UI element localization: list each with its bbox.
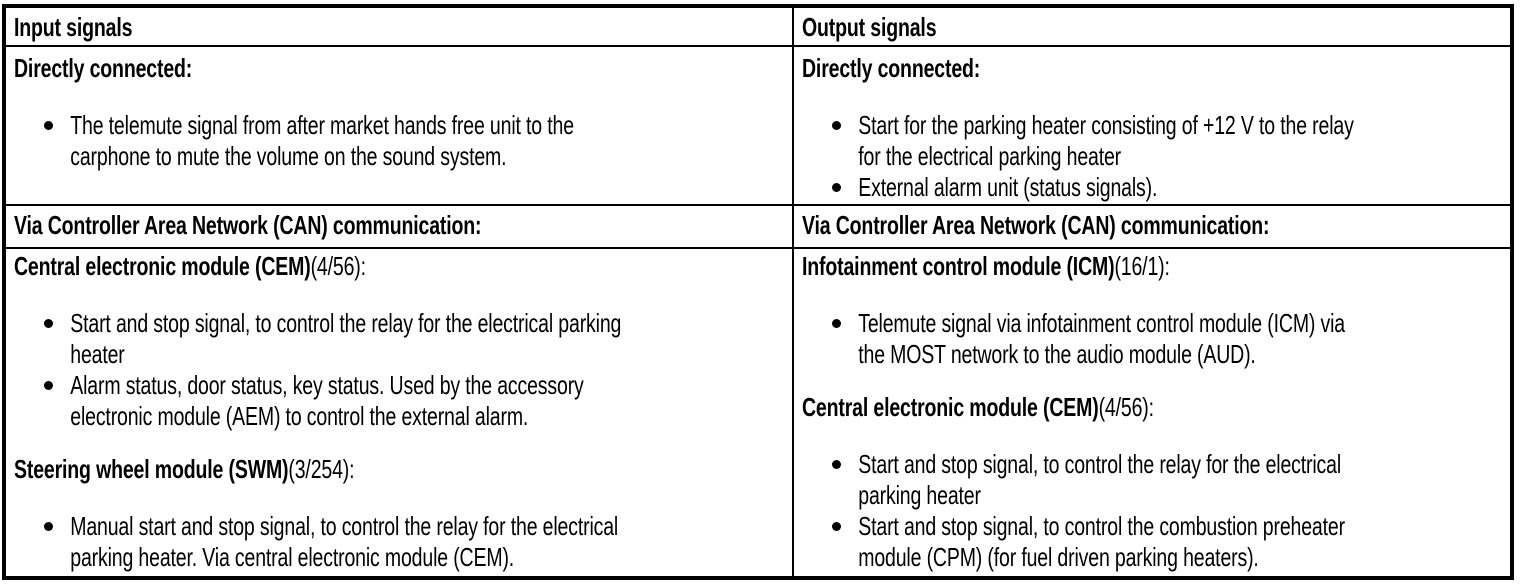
module-group-icm: Infotainment control module (ICM)(16/1):… [802, 251, 1506, 370]
module-signal-list: Start and stop signal, to control the re… [14, 308, 788, 432]
output-signals-header-cell: Output signals [794, 8, 1510, 47]
output-modules-cell: Infotainment control module (ICM)(16/1):… [794, 249, 1510, 576]
module-ref: (4/56): [310, 251, 366, 281]
input-signals-header: Input signals [14, 12, 133, 42]
output-can-heading-cell: Via Controller Area Network (CAN) commun… [794, 206, 1510, 249]
input-directly-connected-list: The telemute signal from after market ha… [14, 110, 788, 172]
list-item: Start for the parking heater consisting … [832, 110, 1506, 172]
module-signal-list: Start and stop signal, to control the re… [802, 449, 1506, 573]
module-name: Central electronic module (CEM) [14, 251, 311, 281]
directly-connected-heading: Directly connected: [14, 53, 193, 83]
list-item: External alarm unit (status signals). [832, 172, 1506, 203]
list-item: Telemute signal via infotainment control… [832, 308, 1506, 370]
module-group-cem: Central electronic module (CEM)(4/56): S… [14, 251, 788, 432]
module-heading: Steering wheel module (SWM)(3/254): [14, 454, 788, 485]
module-ref: (4/56): [1098, 392, 1154, 422]
module-signal-list: Telemute signal via infotainment control… [802, 308, 1506, 370]
module-ref: (3/254): [288, 454, 355, 484]
module-heading: Infotainment control module (ICM)(16/1): [802, 251, 1506, 282]
module-group-cem: Central electronic module (CEM)(4/56): S… [802, 392, 1506, 573]
module-heading: Central electronic module (CEM)(4/56): [14, 251, 788, 282]
output-directly-connected-cell: Directly connected: Start for the parkin… [794, 47, 1510, 206]
input-can-heading-cell: Via Controller Area Network (CAN) commun… [6, 206, 794, 249]
list-item: Manual start and stop signal, to control… [44, 511, 788, 573]
input-directly-connected-cell: Directly connected: The telemute signal … [6, 47, 794, 206]
module-ref: (16/1): [1114, 251, 1170, 281]
list-item: Alarm status, door status, key status. U… [44, 370, 788, 432]
module-signal-list: Manual start and stop signal, to control… [14, 511, 788, 573]
directly-connected-heading: Directly connected: [802, 53, 981, 83]
list-item: The telemute signal from after market ha… [44, 110, 788, 172]
can-communication-heading: Via Controller Area Network (CAN) commun… [802, 210, 1270, 240]
module-heading: Central electronic module (CEM)(4/56): [802, 392, 1506, 423]
input-signals-header-cell: Input signals [6, 8, 794, 47]
signals-table: Input signals Output signals Directly co… [2, 4, 1514, 580]
output-directly-connected-list: Start for the parking heater consisting … [802, 110, 1506, 203]
input-modules-cell: Central electronic module (CEM)(4/56): S… [6, 249, 794, 576]
module-name: Steering wheel module (SWM) [14, 454, 289, 484]
list-item: Start and stop signal, to control the co… [832, 511, 1506, 573]
module-name: Infotainment control module (ICM) [802, 251, 1115, 281]
can-communication-heading: Via Controller Area Network (CAN) commun… [14, 210, 482, 240]
output-signals-header: Output signals [802, 12, 937, 42]
list-item: Start and stop signal, to control the re… [44, 308, 788, 370]
module-name: Central electronic module (CEM) [802, 392, 1099, 422]
module-group-swm: Steering wheel module (SWM)(3/254): Manu… [14, 454, 788, 573]
list-item: Start and stop signal, to control the re… [832, 449, 1506, 511]
